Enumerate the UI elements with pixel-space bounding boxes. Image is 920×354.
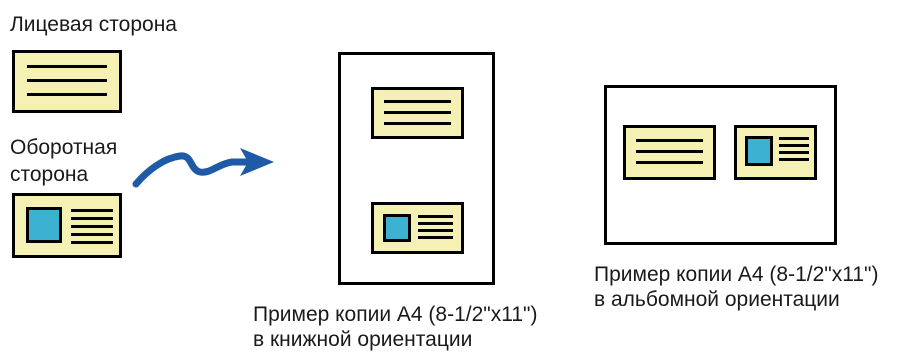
- text-line: [418, 222, 453, 225]
- text-line: [27, 93, 107, 96]
- text-line: [779, 158, 809, 161]
- text-line: [71, 209, 113, 212]
- text-line: [71, 225, 113, 228]
- back-card-copy: [371, 202, 464, 254]
- text-line: [636, 150, 703, 153]
- text-line: [384, 100, 451, 103]
- text-line: [384, 111, 451, 114]
- front-card-copy: [623, 125, 716, 180]
- text-line: [27, 79, 107, 82]
- back-side-label-line2: сторона: [10, 163, 89, 186]
- text-line: [418, 229, 453, 232]
- back-card-copy: [734, 125, 817, 180]
- text-line: [71, 217, 113, 220]
- landscape-sheet: [604, 85, 837, 245]
- back-side-label-line1: Оборотная: [10, 136, 118, 159]
- photo-icon: [383, 214, 411, 242]
- curved-arrow-icon: [132, 148, 274, 188]
- front-card: [12, 50, 122, 113]
- text-line: [779, 144, 809, 147]
- portrait-caption-line2: в книжной ориентации: [253, 328, 473, 351]
- portrait-caption-line1: Пример копии A4 (8-1/2"x11"): [253, 303, 538, 326]
- text-line: [71, 241, 113, 244]
- text-line: [418, 236, 453, 239]
- photo-icon: [26, 207, 62, 243]
- text-line: [418, 215, 453, 218]
- landscape-caption-line2: в альбомной ориентации: [594, 288, 840, 311]
- front-card-copy: [371, 87, 464, 139]
- front-side-label: Лицевая сторона: [10, 13, 177, 36]
- text-line: [27, 65, 107, 68]
- text-line: [384, 122, 451, 125]
- back-card: [12, 193, 122, 258]
- text-line: [779, 137, 809, 140]
- text-line: [71, 233, 113, 236]
- landscape-caption-line1: Пример копии A4 (8-1/2"x11"): [594, 263, 879, 286]
- portrait-sheet: [338, 52, 495, 285]
- photo-icon: [745, 136, 773, 166]
- text-line: [779, 151, 809, 154]
- text-line: [636, 161, 703, 164]
- text-line: [636, 139, 703, 142]
